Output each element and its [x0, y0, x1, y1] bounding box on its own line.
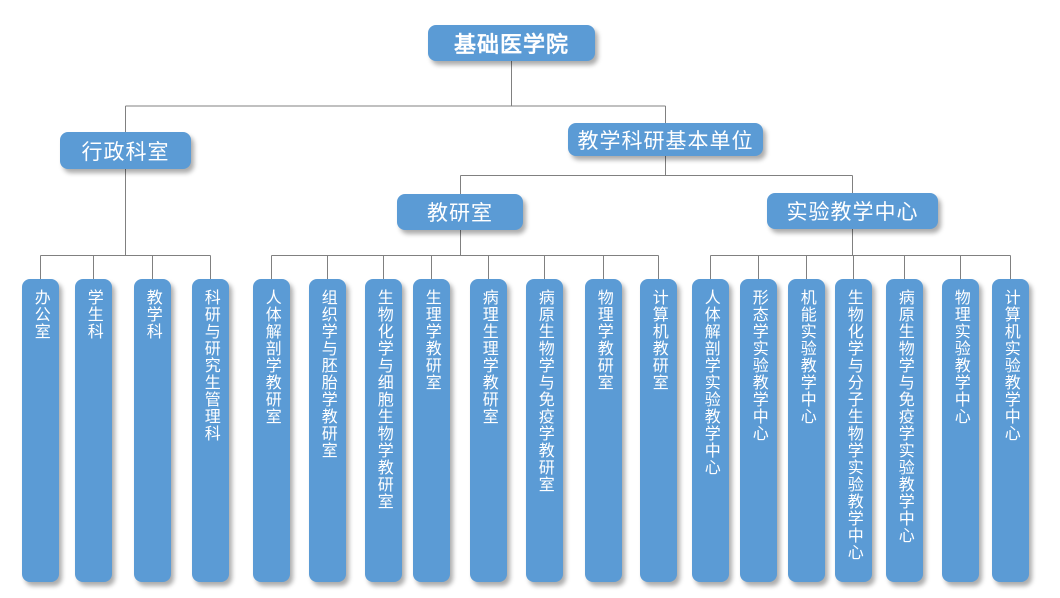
admin-leaf: 学生科	[75, 279, 112, 582]
group-teaching-offices-node: 教研室	[397, 194, 523, 230]
admin-leaf: 教学科	[134, 279, 171, 582]
branch-academic-node: 教学科研基本单位	[568, 123, 763, 156]
branch-admin-node: 行政科室	[60, 132, 191, 169]
lab-center-leaf: 形态学实验教学中心	[740, 279, 777, 582]
lab-center-leaf: 病原生物学与免疫学实验教学中心	[886, 279, 923, 582]
teaching-office-leaf: 生物化学与细胞生物学教研室	[365, 279, 402, 582]
connector-teaching-children	[271, 230, 659, 279]
teaching-office-leaf: 生理学教研室	[413, 279, 450, 582]
lab-center-leaf: 计算机实验教学中心	[992, 279, 1029, 582]
lab-center-leaf: 人体解剖学实验教学中心	[692, 279, 729, 582]
lab-center-leaf: 生物化学与分子生物学实验教学中心	[835, 279, 872, 582]
teaching-office-leaf: 人体解剖学教研室	[253, 279, 290, 582]
connector-lab-children	[710, 229, 1011, 279]
lab-center-leaf: 物理实验教学中心	[942, 279, 979, 582]
connector-academic	[460, 156, 853, 194]
admin-leaf: 科研与研究生管理科	[192, 279, 229, 582]
connector-admin-children	[40, 169, 211, 279]
teaching-office-leaf: 组织学与胚胎学教研室	[309, 279, 346, 582]
group-lab-centers-node: 实验教学中心	[767, 193, 938, 229]
teaching-office-leaf: 病理生理学教研室	[470, 279, 507, 582]
admin-leaf: 办公室	[22, 279, 59, 582]
teaching-office-leaf: 计算机教研室	[640, 279, 677, 582]
org-root-node: 基础医学院	[428, 25, 595, 61]
connector-root	[125, 61, 666, 132]
teaching-office-leaf: 物理学教研室	[585, 279, 622, 582]
teaching-office-leaf: 病原生物学与免疫学教研室	[526, 279, 563, 582]
lab-center-leaf: 机能实验教学中心	[788, 279, 825, 582]
